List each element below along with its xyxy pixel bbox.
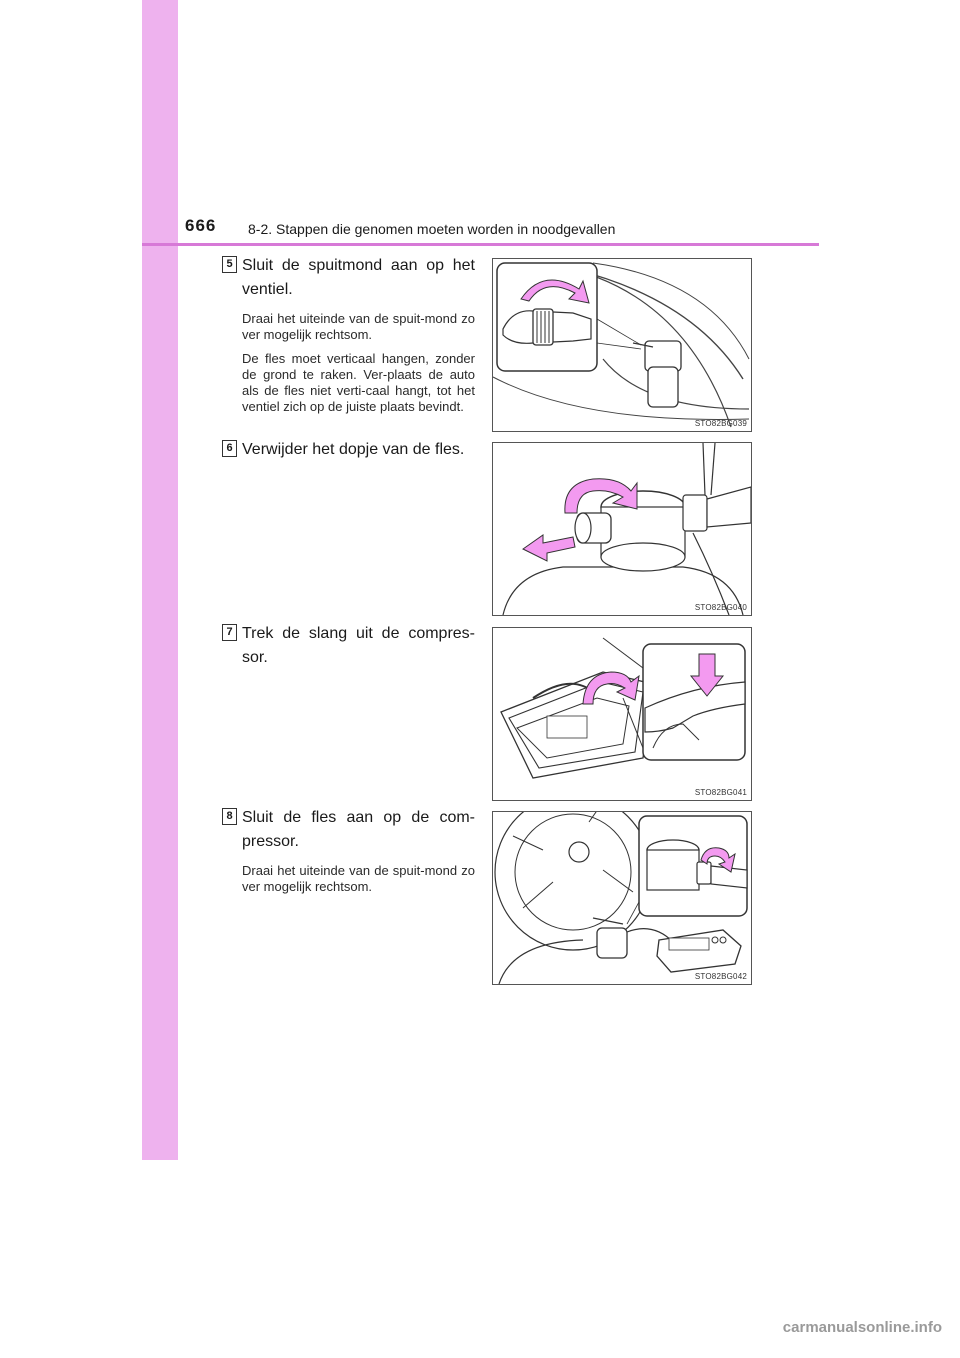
step-description: Draai het uiteinde van de spuit-mond zo … [242,311,475,423]
step-title: Verwijder het dopje van de fles. [242,441,465,458]
step-paragraph: De fles moet verticaal hangen, zonder de… [242,351,475,414]
figure-code: STO82BG042 [694,972,747,981]
step-number-badge: 8 [222,808,237,825]
section-sidebar-tab [142,0,178,1160]
step-number-badge: 6 [222,440,237,457]
watermark: carmanualsonline.info [782,1319,942,1336]
figure-code: STO82BG039 [694,419,747,428]
step-number-badge: 5 [222,256,237,273]
step-number-badge: 7 [222,624,237,641]
illustration-pull-hose-from-compressor: STO82BG041 [492,627,752,801]
page-number: 666 [185,216,217,235]
illustration-remove-bottle-cap: STO82BG040 [492,442,752,616]
illustration-connect-bottle-to-compressor: STO82BG042 [492,811,752,985]
step-paragraph: Draai het uiteinde van de spuit-mond zo … [242,863,475,894]
step-title: Sluit de spuitmond aan op het ventiel. [242,257,475,298]
step-paragraph: Draai het uiteinde van de spuit-mond zo … [242,311,475,342]
figure-code: STO82BG041 [694,788,747,797]
figure-code: STO82BG040 [694,603,747,612]
header-rule [142,243,819,246]
step-title: Sluit de fles aan op de com-pressor. [242,809,475,850]
section-title: 8-2. Stappen die genomen moeten worden i… [248,221,616,237]
step-title: Trek de slang uit de compres-sor. [242,625,475,666]
illustration-connect-nozzle-to-valve: STO82BG039 [492,258,752,432]
step-description: Draai het uiteinde van de spuit-mond zo … [242,863,475,903]
